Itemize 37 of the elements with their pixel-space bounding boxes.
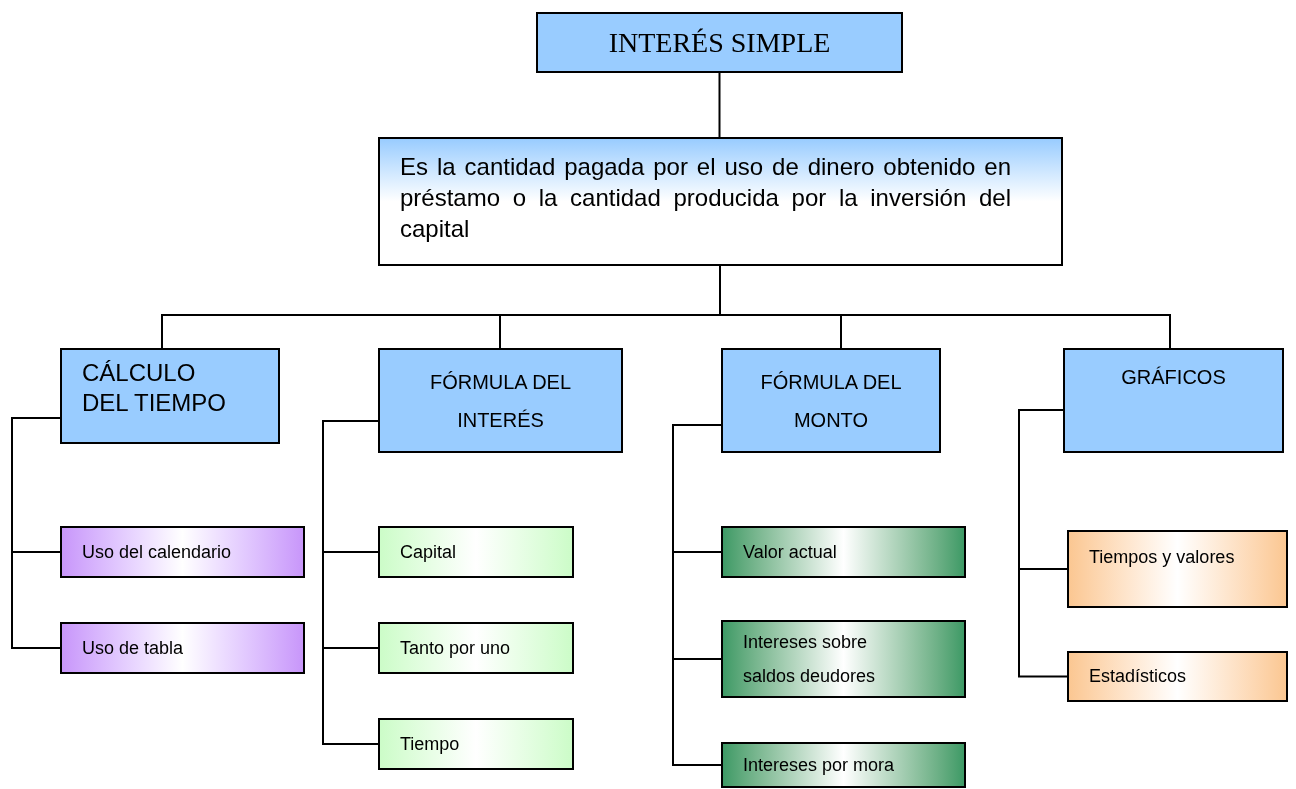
category-box (721, 348, 941, 453)
connector-line (672, 424, 722, 766)
item-box (60, 526, 305, 578)
category-label: GRÁFICOS (1121, 365, 1226, 390)
category-label: FÓRMULA DEL MONTO (759, 369, 903, 433)
item-label: Estadísticos (1089, 665, 1187, 688)
item-box (60, 622, 305, 674)
item-box (378, 622, 574, 674)
connector-line (11, 417, 61, 649)
definition-text: Es la cantidad pagada por el uso de dinero obtenido en préstamo o la cantidad producida por la inversión del capital (400, 152, 1012, 244)
item-label: Uso de tabla (82, 636, 184, 660)
title-text: INTERÉS SIMPLE (608, 25, 831, 60)
title-box (536, 12, 903, 73)
item-box (721, 526, 966, 578)
category-box (1063, 348, 1284, 453)
item-label: Intereses sobre saldos deudores (743, 631, 877, 688)
category-box (60, 348, 280, 444)
item-label: Tiempos y valores (1089, 546, 1235, 569)
item-box (378, 718, 574, 770)
category-label: FÓRMULA DEL INTERÉS (428, 369, 573, 433)
connector-line (322, 420, 379, 745)
item-label: Tiempo (400, 732, 460, 756)
connector-line (1018, 409, 1068, 678)
item-label: Capital (400, 540, 457, 564)
item-box (1067, 651, 1288, 702)
category-label: CÁLCULO DEL TIEMPO (82, 358, 228, 418)
item-label: Tanto por uno (400, 636, 511, 660)
category-box (378, 348, 623, 453)
item-box (721, 742, 966, 788)
definition-box (378, 137, 1063, 266)
item-label: Valor actual (743, 541, 837, 564)
item-label: Intereses por mora (743, 754, 895, 777)
item-box (378, 526, 574, 578)
item-box (1067, 530, 1288, 608)
item-label: Uso del calendario (82, 540, 232, 564)
item-box (721, 620, 966, 698)
connector-line (718, 72, 721, 138)
